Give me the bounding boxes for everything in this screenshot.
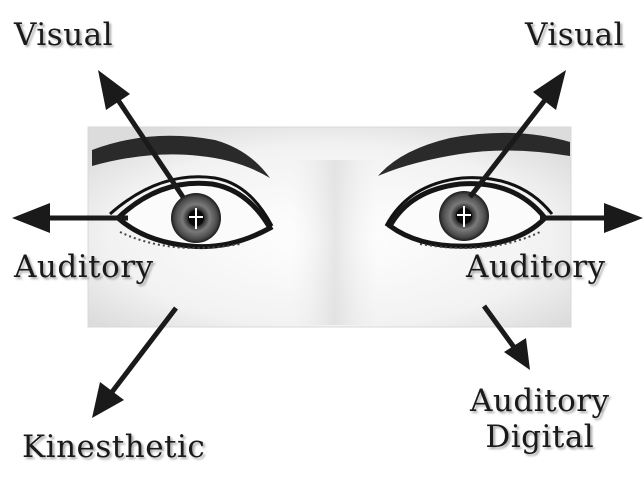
label-auditory-digital: Auditory Digital <box>470 384 610 455</box>
label-auditory-right: Auditory <box>466 252 606 283</box>
label-auditory-digital-line2: Digital <box>470 420 610 456</box>
nose-bridge-shade <box>290 160 380 325</box>
label-auditory-digital-line1: Auditory <box>470 384 610 420</box>
label-visual-right: Visual <box>525 20 624 51</box>
label-kinesthetic: Kinesthetic <box>22 432 205 463</box>
label-auditory-left: Auditory <box>14 252 154 283</box>
label-visual-left: Visual <box>14 20 113 51</box>
